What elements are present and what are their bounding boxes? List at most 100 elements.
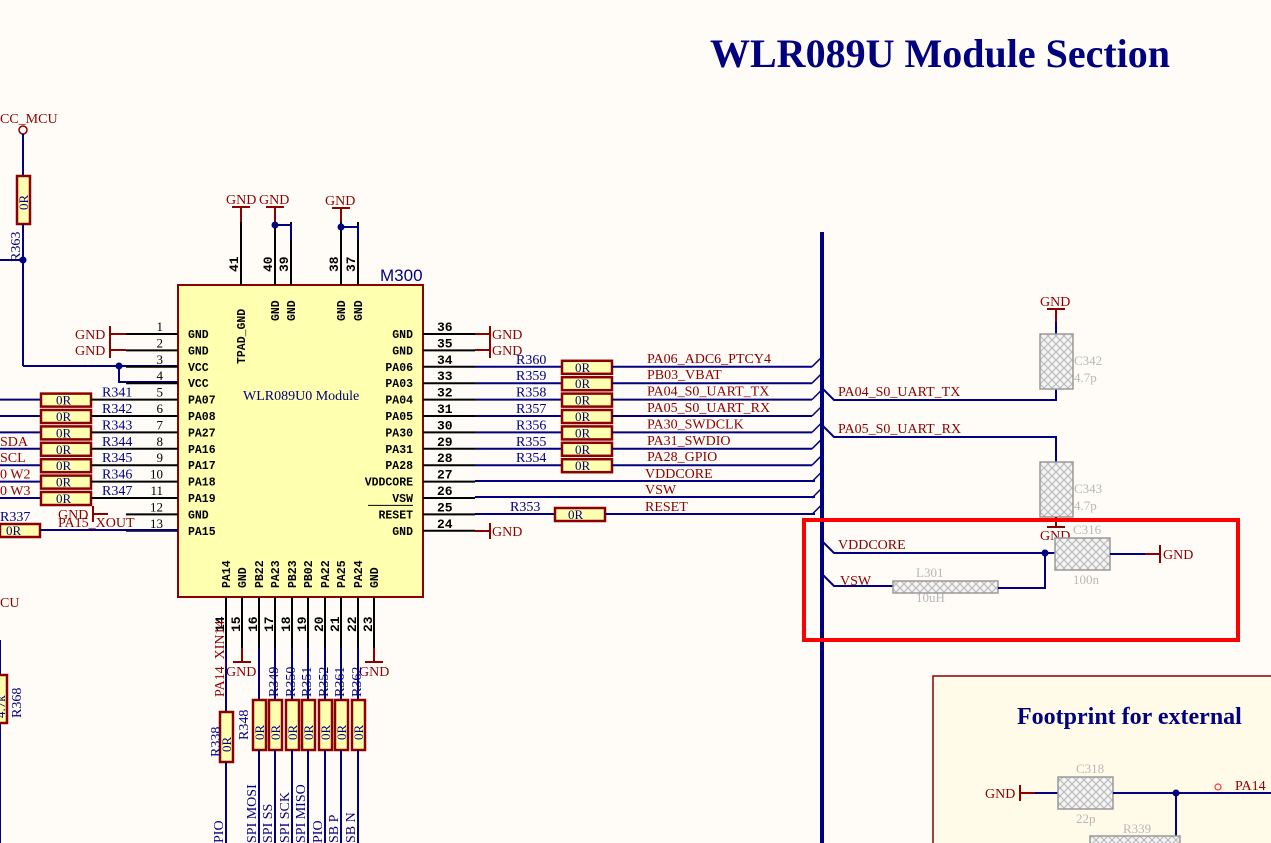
port-pa14-marker xyxy=(1214,783,1222,791)
net-label: SPI MOSI xyxy=(245,784,260,843)
pin-name: GND xyxy=(336,300,349,321)
resistor-ref: R343 xyxy=(102,418,132,433)
pin-number: 39 xyxy=(277,256,292,272)
pin-name: PA14 xyxy=(221,560,234,588)
pin-name: TPAD_GND xyxy=(236,309,249,364)
resistor-ref: R358 xyxy=(516,386,546,401)
resistor-value: 0R xyxy=(351,725,366,741)
gnd-symbol-top-41: GND xyxy=(226,193,256,222)
svg-text:GND: GND xyxy=(492,344,522,359)
bottom-pins: 14PA1415GND16PB2217PA2318PB2319PB0220PA2… xyxy=(213,560,382,648)
resistor-value: 0R xyxy=(575,458,591,473)
power-port-vcc-mcu xyxy=(18,125,28,135)
resistor-r339[interactable] xyxy=(1089,835,1181,843)
resistor-ref: R354 xyxy=(516,451,546,466)
net-label: SCL xyxy=(0,451,26,466)
resistor-value: 0R xyxy=(575,360,591,375)
resistor-ref: R338 xyxy=(209,727,224,757)
module-name: WLR089U0 Module xyxy=(243,389,359,404)
inductor-l301[interactable] xyxy=(892,580,999,594)
gnd-symbol-pin23: GND xyxy=(359,648,389,680)
resistor-value: 0R xyxy=(56,425,72,440)
gnd-symbol-c318: GND xyxy=(985,785,1035,802)
pin-name: PA24 xyxy=(353,560,366,588)
resistor-ref: R355 xyxy=(516,435,546,450)
net-label: SDA xyxy=(0,435,29,450)
pin-number: 34 xyxy=(437,353,453,368)
pin-number: 36 xyxy=(437,320,453,335)
capacitor-c318[interactable] xyxy=(1057,776,1114,810)
pin-number: 12 xyxy=(150,499,163,514)
resistor-ref: R361 xyxy=(333,667,348,697)
pin-name: PA25 xyxy=(336,560,349,588)
resistor-r368[interactable] xyxy=(0,673,9,725)
gnd-symbol-pin12: GND xyxy=(58,506,108,523)
resistor-value: 0R xyxy=(56,458,72,473)
pin-name: PA19 xyxy=(188,493,216,506)
resistor-ref: R351 xyxy=(300,667,315,697)
svg-text:GND: GND xyxy=(58,508,88,523)
resistor-ref: R362 xyxy=(350,667,365,697)
net-label: SPI SCK xyxy=(278,792,293,843)
resistor-value: 0R xyxy=(268,725,283,741)
pin-name: PA04 xyxy=(385,395,413,408)
pin-name: PA18 xyxy=(188,477,216,490)
port-pa14-label: PA14 xyxy=(1235,779,1266,794)
resistor-ref: R344 xyxy=(102,435,132,450)
r368-value: 4.7k xyxy=(0,695,8,718)
pin-name: PA03 xyxy=(385,378,413,391)
bus-entry xyxy=(811,389,823,401)
gnd-symbol-top-38: GND xyxy=(325,194,355,222)
pin-name: GND xyxy=(353,300,366,321)
net-label: SB N xyxy=(344,812,359,843)
pin-number: 30 xyxy=(437,418,453,433)
bus-entry xyxy=(811,438,823,450)
resistor-value: 0R xyxy=(575,442,591,457)
module-m300[interactable] xyxy=(177,284,424,598)
resistor-ref: R357 xyxy=(516,402,546,417)
net-label: PA06_ADC6_PTCY4 xyxy=(647,352,771,367)
pin-name: PA30 xyxy=(385,427,413,440)
pin-number: 33 xyxy=(437,369,453,384)
net-label: 0 W2 xyxy=(0,468,30,483)
capacitor-c342[interactable] xyxy=(1039,333,1074,390)
gnd-symbol-pin36: GND xyxy=(475,326,522,343)
highlight-box xyxy=(802,518,1240,642)
svg-text:GND: GND xyxy=(75,344,105,359)
pin-number: 1 xyxy=(157,319,164,334)
pin-number: 22 xyxy=(345,616,360,632)
capacitor-c343[interactable] xyxy=(1039,461,1074,518)
gnd-symbol-c342: GND xyxy=(1040,295,1070,322)
svg-text:GND: GND xyxy=(359,665,389,680)
resistor-ref: R350 xyxy=(284,667,299,697)
pin-number: 18 xyxy=(279,616,294,632)
svg-text:GND: GND xyxy=(492,328,522,343)
svg-text:GND: GND xyxy=(325,194,355,209)
net-label: PIO xyxy=(311,820,326,843)
r353-value: 0R xyxy=(568,507,584,522)
pin-name: PA08 xyxy=(188,411,216,424)
svg-text:GND: GND xyxy=(75,328,105,343)
c318-value: 22p xyxy=(1076,811,1096,826)
resistor-ref: R342 xyxy=(102,402,132,417)
net-label-pa14-xin: PA14_XIN14 xyxy=(213,621,228,698)
pin-name: PB02 xyxy=(303,560,316,588)
r353-ref: R353 xyxy=(510,500,540,515)
gnd-symbol-pin24: GND xyxy=(475,523,522,540)
pin-name: GND xyxy=(286,300,299,321)
resistor-value: 0R xyxy=(575,409,591,424)
bus-tap-vsw: VSW xyxy=(840,574,872,589)
c343-value: 4.7p xyxy=(1074,498,1097,513)
bus-entry xyxy=(811,372,823,384)
pin-number: 21 xyxy=(328,616,343,632)
capacitor-c316[interactable] xyxy=(1054,537,1111,571)
resistor-value: 0R xyxy=(56,393,72,408)
c342-value: 4.7p xyxy=(1074,370,1097,385)
svg-text:GND: GND xyxy=(226,665,256,680)
net-label: 0 W3 xyxy=(0,484,30,499)
pin-number: 17 xyxy=(262,616,277,632)
svg-text:GND: GND xyxy=(985,787,1015,802)
pin-name: PA07 xyxy=(188,395,216,408)
